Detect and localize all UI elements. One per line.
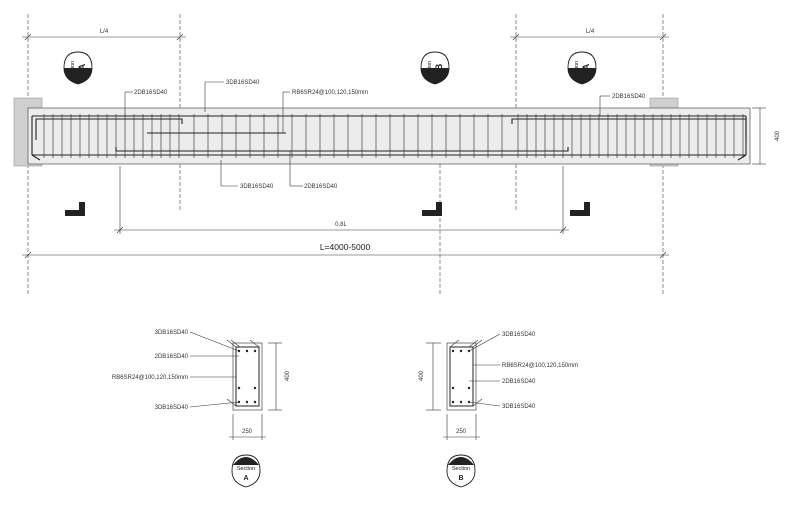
section-a-tag-letter: A <box>243 475 248 482</box>
dimension-quarter-left: L/4 <box>22 29 186 41</box>
section-b-width: 250 <box>456 429 467 435</box>
section-a-mid-bars: 2DB16SD40 <box>155 354 189 360</box>
section-cut-mark-middle <box>422 202 442 216</box>
quarter-left-label: L/4 <box>100 29 109 35</box>
section-a-width: 250 <box>242 429 253 435</box>
section-tag-right-word: Section <box>574 61 580 79</box>
section-a-stirrup <box>235 346 260 407</box>
section-tag-middle-word: Section <box>427 61 433 79</box>
section-cut-mark-left <box>65 202 85 216</box>
section-tag-right-letter: A <box>581 63 591 70</box>
section-a-tag: Section A <box>231 454 261 488</box>
section-a-bottom-bars: 3DB16SD40 <box>155 405 189 411</box>
section-a-outline <box>232 342 263 411</box>
section-a-tag-word: Section <box>237 466 255 472</box>
label-top-right-bars: 2DB16SD40 <box>612 94 646 100</box>
dimension-total-span: L=4000-5000 <box>22 242 669 259</box>
section-tag-left-letter: A <box>77 63 87 70</box>
section-tag-middle-letter: B <box>434 63 444 70</box>
section-a-height: 400 <box>285 370 291 381</box>
section-b-height: 400 <box>419 370 425 381</box>
section-b-bottom-bars: 3DB16SD40 <box>502 404 536 410</box>
label-stirrups: RB6SR24@100,120,150mm <box>292 90 368 96</box>
dimension-08L: 0.8L <box>114 166 569 234</box>
section-b-stirrup <box>449 346 474 407</box>
section-tag-left: Section A <box>63 51 93 85</box>
section-b-detail: 3DB16SD40 RB6SR24@100,120,150mm 2DB16SD4… <box>419 332 578 488</box>
label-bottom-extra-bars: 3DB16SD40 <box>240 184 274 190</box>
right-end-hook <box>737 116 747 161</box>
section-b-mid-bars: 2DB16SD40 <box>502 379 536 385</box>
section-a-stirrups: RB6SR24@100,120,150mm <box>112 375 188 381</box>
section-b-outline <box>446 342 477 411</box>
dimension-quarter-right: L/4 <box>510 29 669 41</box>
label-top-left-bars: 2DB16SD40 <box>134 90 168 96</box>
beam-elevation: L/4 L/4 2DB16SD40 3DB16SD40 <box>13 14 781 295</box>
label-depth: 400 <box>775 130 781 141</box>
label-08L: 0.8L <box>335 222 347 228</box>
section-a-top-bars: 3DB16SD40 <box>155 330 189 336</box>
section-tag-left-word: Section <box>70 61 76 79</box>
section-tag-middle: Section B <box>420 51 450 85</box>
section-tag-right: Section A <box>567 51 597 85</box>
section-b-tag-letter: B <box>458 475 463 482</box>
label-top-middle-bars: 3DB16SD40 <box>226 80 260 86</box>
section-b-stirrups: RB6SR24@100,120,150mm <box>502 363 578 369</box>
section-b-tag-word: Section <box>452 466 470 472</box>
label-bottom-main-bars: 2DB16SD40 <box>304 184 338 190</box>
quarter-right-label: L/4 <box>586 29 595 35</box>
section-b-tag: Section B <box>446 454 476 488</box>
left-hooked-bar <box>35 118 183 140</box>
section-a-detail: 3DB16SD40 2DB16SD40 RB6SR24@100,120,150m… <box>112 330 291 488</box>
label-total-span: L=4000-5000 <box>320 242 371 252</box>
section-cut-mark-right <box>570 202 590 216</box>
left-end-hook <box>31 116 41 161</box>
section-b-top-bars: 3DB16SD40 <box>502 332 536 338</box>
bottom-extra-bar <box>115 147 569 152</box>
